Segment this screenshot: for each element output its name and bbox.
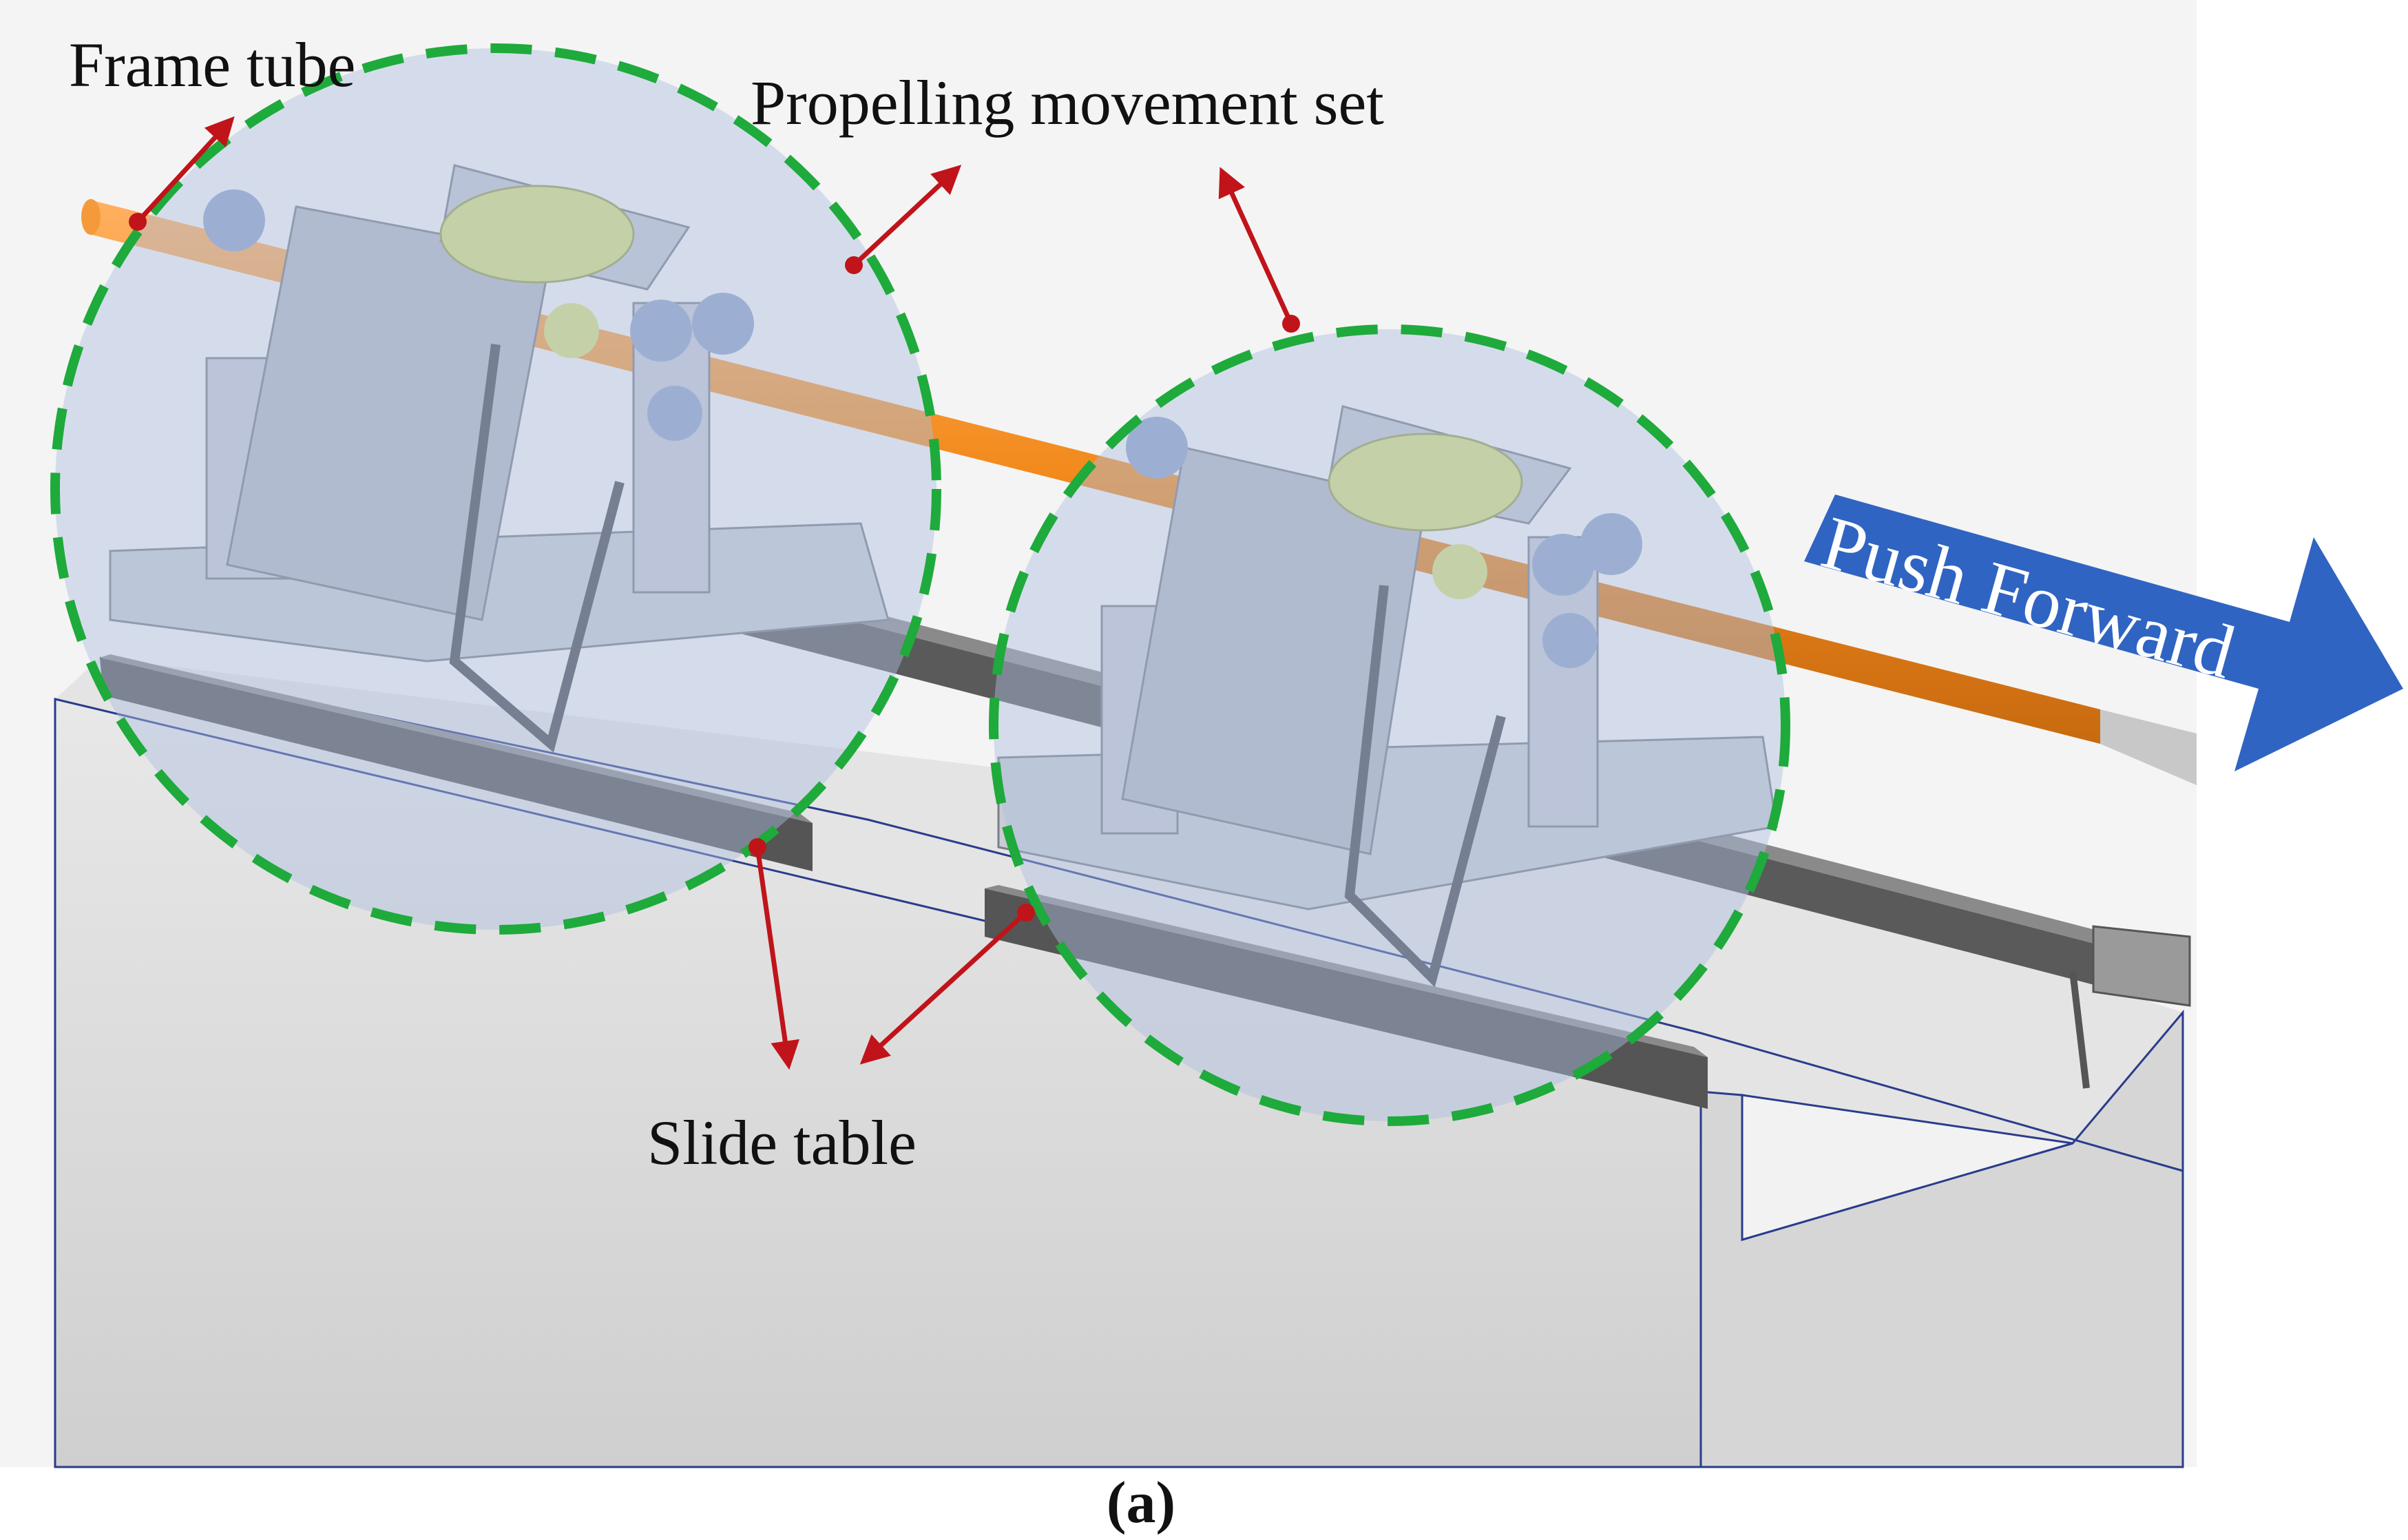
slide-table-right: [985, 885, 1708, 1109]
slide-table-label: Slide table: [647, 1107, 917, 1178]
highlight-circle-left: [50, 43, 941, 935]
propelling-movement-set-label: Propelling movement set: [751, 67, 1384, 138]
propelling-unit-left: [109, 164, 890, 753]
figure-caption: (a): [1107, 1469, 1175, 1535]
frame-tube-label: Frame tube: [69, 30, 355, 100]
propelling-unit-right: [997, 405, 1778, 988]
annotation-arrows: [136, 116, 1294, 1070]
highlight-circle-right: [989, 324, 1790, 1126]
annotation-dots: [129, 213, 1300, 922]
slide-table-left: [100, 654, 813, 871]
